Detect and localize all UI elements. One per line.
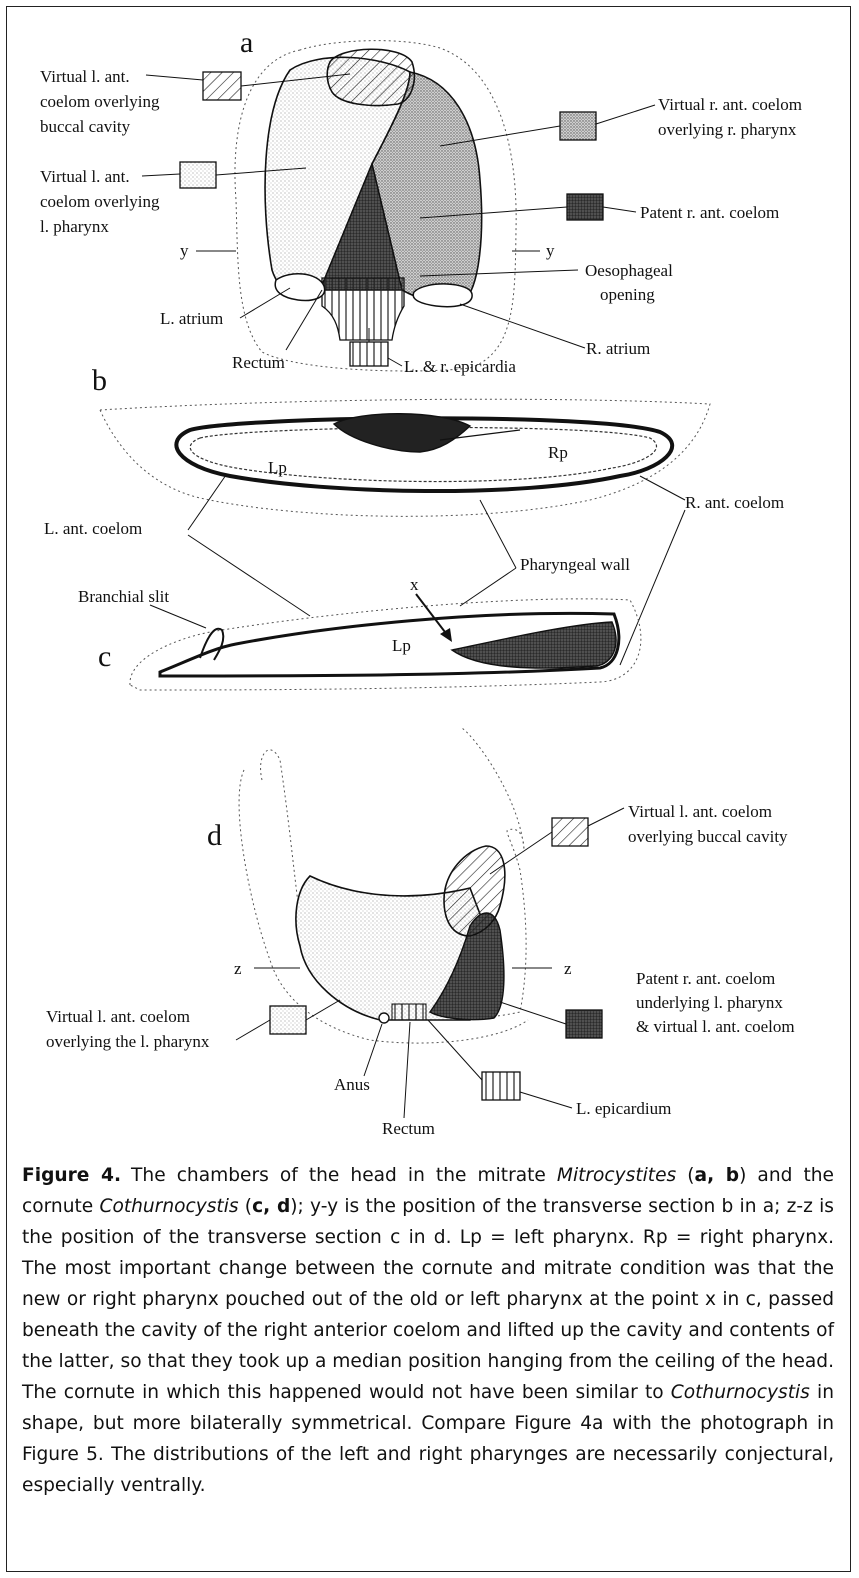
label-a-l-atrium: L. atrium: [160, 309, 223, 328]
label-d-patent-r-3: & virtual l. ant. coelom: [636, 1017, 795, 1036]
legend-d-dark-box: [566, 1010, 602, 1038]
label-b-rp: Rp: [548, 443, 568, 462]
label-a-oesophageal-1: Oesophageal: [585, 261, 673, 280]
label-a-virtual-l-buccal-1: Virtual l. ant.: [40, 67, 130, 86]
panel-c: c Branchial slit x Lp: [78, 575, 641, 690]
anus-shape: [379, 1013, 389, 1023]
panel-a-letter: a: [240, 26, 253, 59]
caption-title: Figure 4.: [22, 1165, 121, 1186]
legend-hatched-box: [203, 72, 241, 100]
panel-a: a: [40, 26, 802, 376]
legend-light-stipple-box: [180, 162, 216, 188]
figure-illustration: a: [0, 0, 859, 1150]
label-a-virtual-l-pharynx-2: coelom overlying: [40, 192, 160, 211]
buccal-cavity-region: [327, 49, 414, 105]
label-d-rectum: Rectum: [382, 1119, 435, 1138]
figure-caption: Figure 4.The chambers of the head in the…: [22, 1160, 834, 1501]
legend-d-light-box: [270, 1006, 306, 1034]
legend-vlines-box: [350, 342, 388, 366]
panel-b-letter: b: [92, 364, 107, 397]
label-d-virtual-l-buccal-2: overlying buccal cavity: [628, 827, 788, 846]
label-b-lp: Lp: [268, 458, 287, 477]
label-c-branchial-slit: Branchial slit: [78, 587, 169, 606]
caption-segment: (: [676, 1165, 694, 1186]
label-d-z-left: z: [234, 959, 242, 978]
l-atrium-shape: [275, 274, 324, 301]
legend-d-hatched-box: [552, 818, 588, 846]
epicardium-d-shape: [392, 1004, 426, 1020]
label-d-patent-r-2: underlying l. pharynx: [636, 993, 783, 1012]
caption-segment: Cothurnocystis: [671, 1382, 810, 1403]
label-a-virtual-l-buccal-2: coelom overlying: [40, 92, 160, 111]
caption-segment: a, b: [695, 1165, 740, 1186]
label-d-virtual-l-pharynx-2: overlying the l. pharynx: [46, 1032, 210, 1051]
label-d-virtual-l-buccal-1: Virtual l. ant. coelom: [628, 802, 772, 821]
label-d-l-epicardium: L. epicardium: [576, 1099, 671, 1118]
label-b-pharyngeal-wall: Pharyngeal wall: [520, 555, 630, 574]
label-a-virtual-l-buccal-3: buccal cavity: [40, 117, 131, 136]
caption-segment: c, d: [252, 1196, 290, 1217]
label-d-virtual-l-pharynx-1: Virtual l. ant. coelom: [46, 1007, 190, 1026]
label-a-epicardia: L. & r. epicardia: [404, 357, 516, 376]
label-a-patent-r: Patent r. ant. coelom: [640, 203, 779, 222]
panel-d-letter: d: [207, 819, 222, 852]
legend-medium-stipple-box: [560, 112, 596, 140]
caption-body: The chambers of the head in the mitrate …: [22, 1165, 834, 1496]
label-a-y-right: y: [546, 241, 555, 260]
caption-segment: The chambers of the head in the mitrate: [131, 1165, 557, 1186]
r-atrium-shape: [413, 284, 472, 307]
legend-dark-stipple-box: [567, 194, 603, 220]
label-a-rectum: Rectum: [232, 353, 285, 372]
label-a-virtual-l-pharynx-1: Virtual l. ant.: [40, 167, 130, 186]
caption-segment: Mitrocystites: [557, 1165, 676, 1186]
legend-d-vlines-box: [482, 1072, 520, 1100]
label-b-r-ant-coelom: R. ant. coelom: [685, 493, 784, 512]
label-b-l-ant-coelom: L. ant. coelom: [44, 519, 142, 538]
label-a-virtual-l-pharynx-3: l. pharynx: [40, 217, 109, 236]
caption-segment: (: [239, 1196, 253, 1217]
caption-segment: ); y-y is the position of the transverse…: [22, 1196, 834, 1403]
label-d-patent-r-1: Patent r. ant. coelom: [636, 969, 775, 988]
caption-segment: Cothurnocystis: [99, 1196, 238, 1217]
label-a-oesophageal-2: opening: [600, 285, 655, 304]
label-d-z-right: z: [564, 959, 572, 978]
label-a-virtual-r-pharynx-1: Virtual r. ant. coelom: [658, 95, 802, 114]
label-c-x: x: [410, 575, 419, 594]
label-d-anus: Anus: [334, 1075, 370, 1094]
label-c-lp: Lp: [392, 636, 411, 655]
panel-d: d Virtual l. ant: [46, 728, 795, 1138]
label-a-virtual-r-pharynx-2: overlying r. pharynx: [658, 120, 797, 139]
label-a-r-atrium: R. atrium: [586, 339, 650, 358]
epicardia-region: [322, 278, 404, 340]
panel-c-letter: c: [98, 640, 111, 673]
label-a-y-left: y: [180, 241, 189, 260]
